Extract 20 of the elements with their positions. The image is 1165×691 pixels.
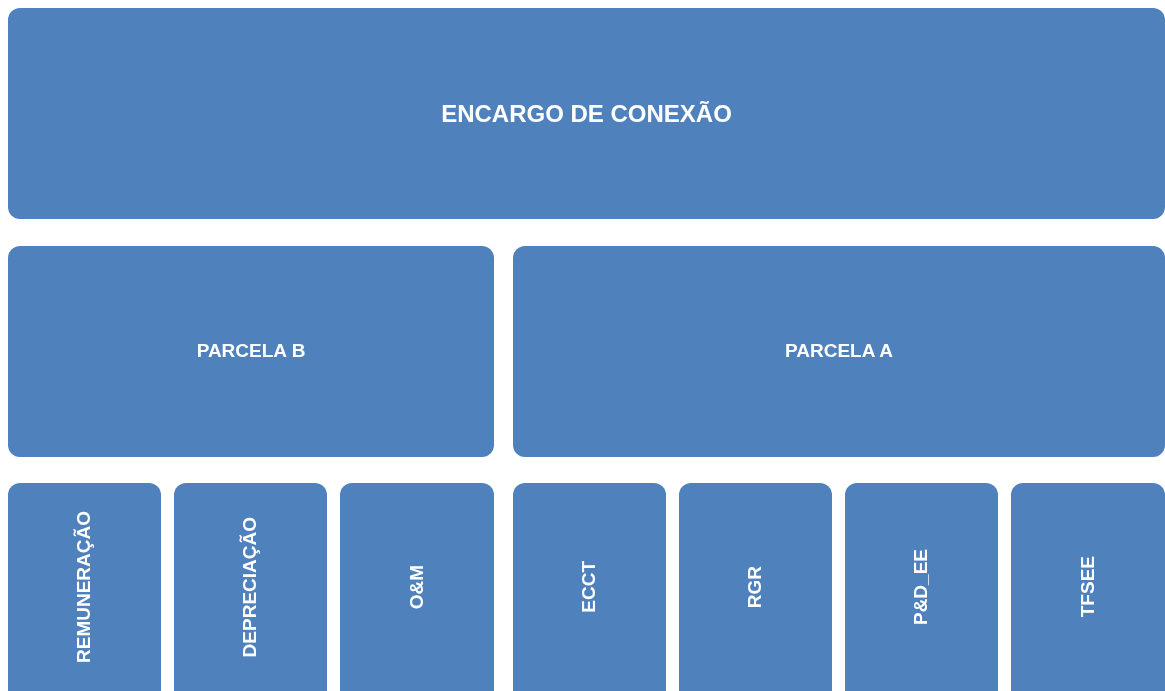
box-label: PARCELA A [785, 339, 893, 364]
category-box [513, 246, 1165, 457]
category-box [1011, 483, 1165, 691]
category-box [174, 483, 327, 691]
box-label: DEPRECIAÇÃO [238, 516, 262, 658]
category-box [8, 483, 161, 691]
category-box [340, 483, 494, 691]
category-box [8, 8, 1165, 219]
category-box [679, 483, 832, 691]
box-label: PARCELA B [196, 339, 306, 364]
box-label: TFSEE [1075, 556, 1099, 618]
box-label: REMUNERAÇÃO [72, 511, 96, 663]
category-box [8, 246, 494, 457]
category-box [845, 483, 998, 691]
box-label: ECCT [577, 561, 601, 613]
box-label: P&D_EE [909, 549, 933, 625]
category-box [513, 483, 666, 691]
box-label: RGR [743, 565, 767, 609]
box-label: ENCARGO DE CONEXÃO [441, 98, 732, 129]
box-label: O&M [404, 564, 428, 610]
